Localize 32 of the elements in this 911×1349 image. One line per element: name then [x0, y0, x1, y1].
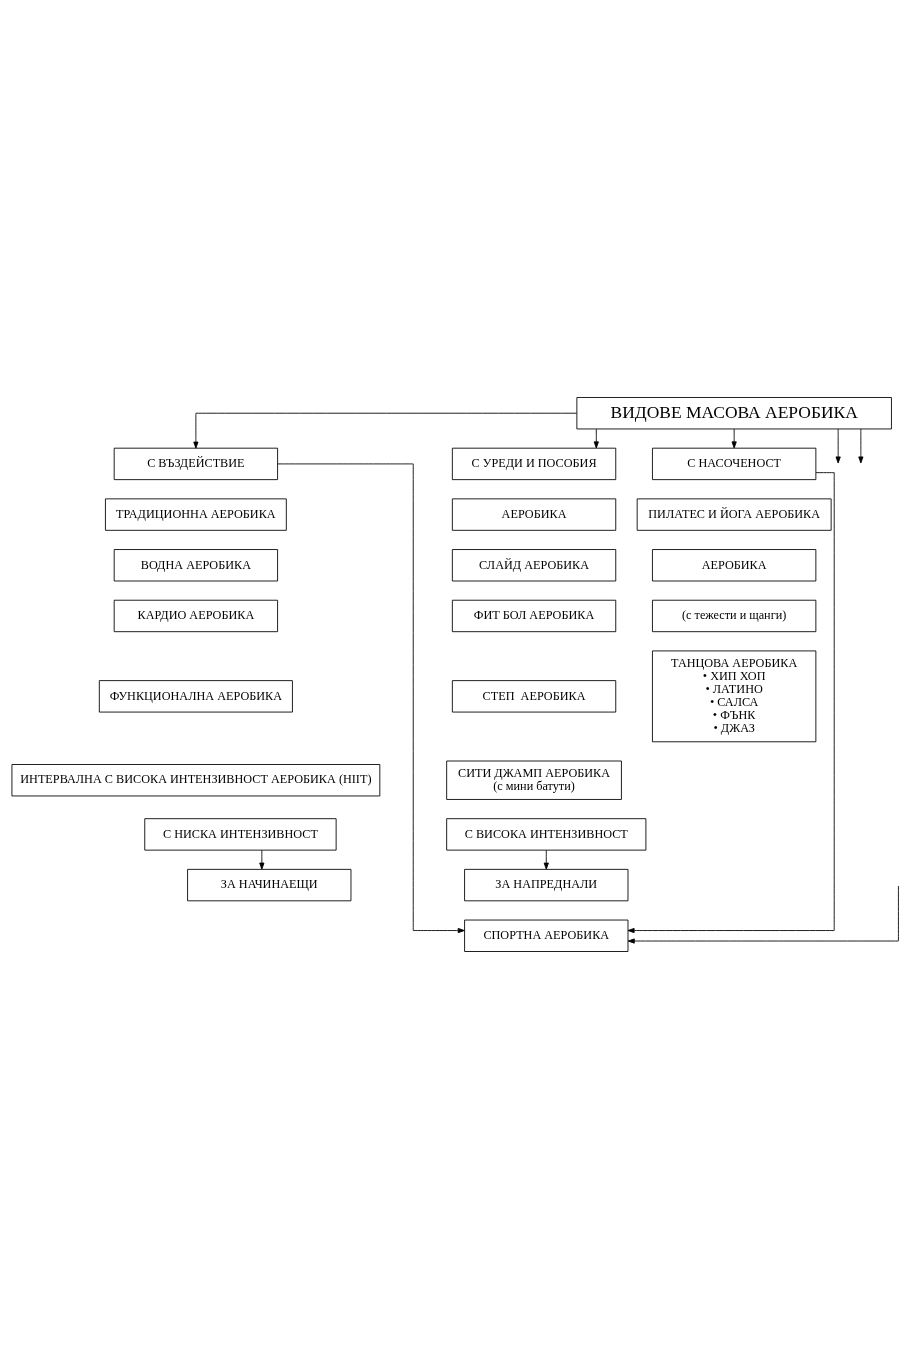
node-box: ЗА НАПРЕДНАЛИ: [464, 868, 629, 902]
node-box: С УРЕДИ И ПОСОБИЯ: [451, 447, 617, 481]
arrow: [543, 849, 549, 870]
arrow: [835, 428, 841, 464]
node-box: С ВЪЗДЕЙСТВИЕ: [113, 447, 278, 481]
node-box: СЛАЙД АЕРОБИКА: [451, 549, 617, 582]
arrow: [593, 428, 599, 449]
node-box: (с тежести и щанги): [652, 599, 817, 633]
arrow: [277, 463, 465, 934]
node-box: КАРДИО АЕРОБИКА: [113, 599, 278, 633]
node-box: ПИЛАТЕС И ЙОГА АЕРОБИКА: [636, 498, 832, 531]
node-box: СИТИ ДЖАМП АЕРОБИКА (с мини батути): [446, 760, 622, 800]
node-box: ТРАДИЦИОННА АЕРОБИКА: [105, 498, 287, 531]
node-box: ИНТЕРВАЛНА С ВИСОКА ИНТЕНЗИВНОСТ АЕРОБИКА (HIIT): [11, 764, 381, 797]
node-box: АЕРОБИКА: [451, 498, 617, 531]
arrow: [193, 412, 578, 449]
arrow: [858, 428, 864, 464]
node-box: ВИДОВЕ МАСОВА АЕРОБИКА: [576, 397, 892, 430]
arrow: [627, 885, 899, 944]
node-box: АЕРОБИКА: [652, 549, 817, 582]
arrow: [731, 428, 737, 449]
arrow: [259, 849, 265, 870]
node-box: С ВИСОКА ИНТЕНЗИВНОСТ: [446, 818, 647, 851]
node-box: ВОДНА АЕРОБИКА: [113, 549, 278, 582]
node-box: С НИСКА ИНТЕНЗИВНОСТ: [144, 818, 337, 851]
node-box: ФУНКЦИОНАЛНА АЕРОБИКА: [98, 680, 293, 713]
node-box: СТЕП АЕРОБИКА: [451, 680, 617, 713]
node-box: С НАСОЧЕНОСТ: [652, 447, 817, 481]
node-box: ТАНЦОВА АЕРОБИКА • ХИП ХОП • ЛАТИНО • САЛСА • ФЪНК • ДЖАЗ: [652, 650, 817, 743]
node-box: ЗА НАЧИНАЕЩИ: [187, 868, 352, 902]
node-box: ФИТ БОЛ АЕРОБИКА: [451, 599, 617, 633]
node-box: СПОРТНА АЕРОБИКА: [464, 919, 629, 952]
